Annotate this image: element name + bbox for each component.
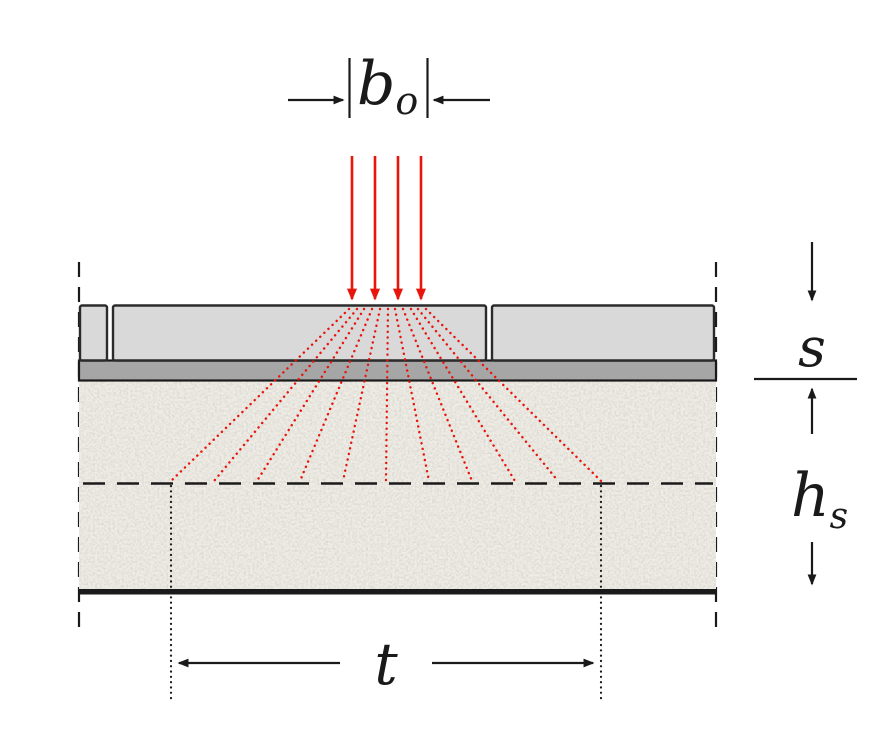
load-spread-fan [169,307,603,483]
load-width-label: bo [357,49,418,123]
load-spread-line [341,307,382,483]
load-spread-line [169,307,351,483]
slab-concrete [79,381,716,594]
effective-width-dimension: t [169,484,603,702]
load-spread-line [424,307,603,483]
load-spread-line [401,307,474,483]
load-spread-line [393,307,431,483]
surfacing-thickness-label: s [798,316,826,379]
load-width-dimension: bo [288,49,490,123]
slab-layer [79,381,716,595]
slab-depth-dimension: hs [791,387,848,586]
load-spread-line [255,307,366,483]
tile-center [111,304,488,362]
effective-width-label: t [374,630,398,698]
bedding-layer [77,359,718,382]
applied-load-arrows [346,156,427,301]
tile-left [78,304,109,362]
tile-right [490,304,716,362]
surfacing-thickness-dimension: s [754,242,857,381]
load-spread-line [409,307,517,483]
load-spread-line [384,307,390,483]
tile-layer [78,304,716,362]
slab-bottom-edge [79,589,716,595]
slab-depth-label: hs [791,461,848,537]
